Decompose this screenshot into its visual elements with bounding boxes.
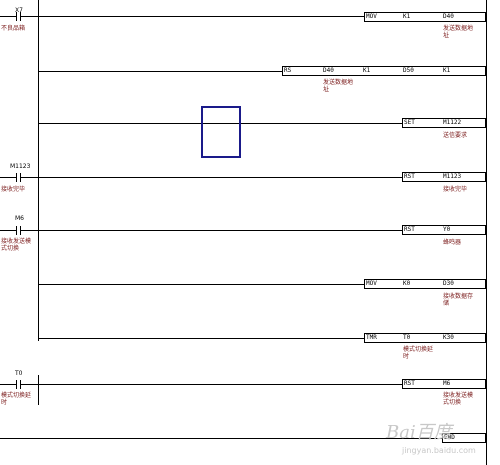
instruction-box[interactable] (442, 433, 486, 443)
instruction-box[interactable] (402, 379, 486, 389)
rung-wire (38, 71, 282, 72)
watermark-url: jingyan.baidu.com (402, 446, 476, 455)
instruction-box[interactable] (364, 279, 486, 289)
instruction-op: RST (404, 173, 415, 180)
rung-wire (0, 230, 16, 231)
contact-left-bar (16, 226, 17, 235)
instruction-arg: D30 (443, 280, 454, 287)
instruction-op: MOV (366, 13, 377, 20)
instruction-arg: K30 (443, 334, 454, 341)
watermark-logo: Bai百度 (386, 422, 452, 443)
contact-label: X7 (15, 7, 23, 14)
instruction-comment: 蜂鸣器 (443, 239, 462, 246)
instruction-arg: T0 (403, 334, 411, 341)
instruction-arg: D50 (403, 67, 414, 74)
instruction-arg: D40 (443, 13, 454, 20)
instruction-comment: 接收完毕 (443, 186, 468, 193)
right-power-rail (486, 0, 487, 465)
instruction-box[interactable] (402, 118, 486, 128)
instruction-box[interactable] (402, 172, 486, 182)
rung-wire (21, 384, 402, 385)
rung-wire (0, 177, 16, 178)
instruction-comment: 发送数据地 址 (443, 25, 474, 39)
instruction-op: SET (404, 119, 415, 126)
instruction-op: MOV (366, 280, 377, 287)
instruction-op: RST (404, 380, 415, 387)
instruction-arg: Y0 (443, 226, 451, 233)
instruction-comment: 接收数据存 储 (443, 293, 474, 307)
instruction-arg: K0 (403, 280, 411, 287)
left-power-rail (38, 0, 39, 341)
instruction-op: END (444, 434, 455, 441)
instruction-arg: K1 (443, 67, 451, 74)
rung-wire (38, 338, 364, 339)
instruction-op: TMR (366, 334, 377, 341)
instruction-box[interactable] (282, 66, 486, 76)
instruction-box[interactable] (364, 333, 486, 343)
contact-label: T0 (15, 370, 23, 377)
branch-wire (38, 16, 39, 123)
rung-wire (0, 438, 442, 439)
contact-comment: 不良品箱 (1, 25, 26, 32)
baidu-watermark: Bai百度 (386, 418, 452, 444)
contact-right-bar (20, 380, 21, 389)
instruction-arg: M1123 (443, 173, 462, 180)
instruction-arg: K1 (363, 67, 371, 74)
contact-comment: 接收完毕 (1, 186, 26, 193)
instruction-comment: 发送数据地 址 (323, 79, 354, 93)
contact-right-bar (20, 226, 21, 235)
instruction-box[interactable] (364, 12, 486, 22)
rung-wire (21, 230, 402, 231)
rung-wire (38, 123, 402, 124)
instruction-arg: D40 (323, 67, 334, 74)
rung-wire (0, 384, 16, 385)
contact-label: M6 (15, 215, 24, 222)
instruction-arg: M6 (443, 380, 451, 387)
instruction-box[interactable] (402, 225, 486, 235)
instruction-op: RS (284, 67, 292, 74)
rung-wire (0, 16, 16, 17)
instruction-arg: K1 (403, 13, 411, 20)
instruction-op: RST (404, 226, 415, 233)
rung-wire (21, 16, 364, 17)
instruction-comment: 模式切换延 时 (403, 346, 434, 360)
contact-right-bar (20, 173, 21, 182)
contact-comment: 接收发送模 式切换 (1, 238, 32, 252)
contact-left-bar (16, 380, 17, 389)
cell-cursor[interactable] (201, 106, 241, 158)
instruction-comment: 送信要求 (443, 132, 468, 139)
instruction-comment: 接收发送模 式切换 (443, 392, 474, 406)
contact-comment: 模式切换延 时 (1, 392, 32, 406)
contact-label: M1123 (10, 163, 31, 170)
contact-left-bar (16, 12, 17, 21)
contact-right-bar (20, 12, 21, 21)
contact-left-bar (16, 173, 17, 182)
left-power-rail-lower (38, 375, 39, 405)
rung-wire (38, 284, 364, 285)
rung-wire (21, 177, 402, 178)
instruction-arg: M1122 (443, 119, 462, 126)
